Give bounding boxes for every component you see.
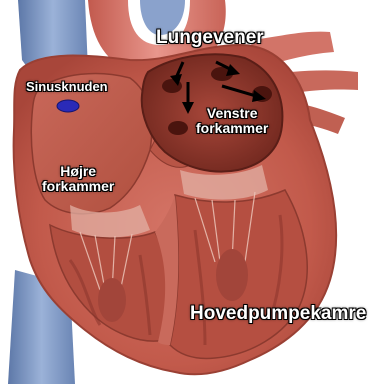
- label-pulmonary-veins: Lungevener: [156, 28, 264, 48]
- label-right-atrium-line1: Højre: [42, 164, 114, 179]
- label-left-atrium: Venstre forkammer: [196, 106, 268, 135]
- vein-opening-4: [168, 121, 188, 135]
- papillary-muscle-right: [98, 278, 126, 322]
- label-sinus-node: Sinusknuden: [26, 80, 108, 94]
- label-right-atrium: Højre forkammer: [42, 164, 114, 193]
- label-right-atrium-line2: forkammer: [42, 179, 114, 194]
- sinus-node: [57, 100, 79, 112]
- label-ventricles: Hovedpumpekamre: [190, 304, 366, 324]
- label-left-atrium-line2: forkammer: [196, 121, 268, 136]
- label-left-atrium-line1: Venstre: [196, 106, 268, 121]
- papillary-muscle-left: [216, 249, 248, 301]
